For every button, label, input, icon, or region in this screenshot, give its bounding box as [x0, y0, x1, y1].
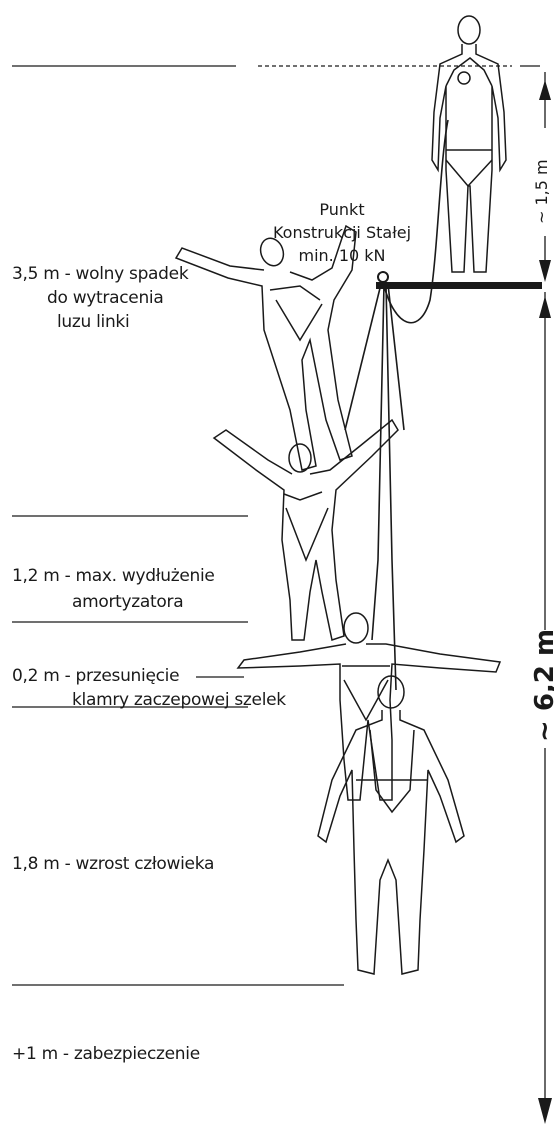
vertical-dimension-arrow-icon	[520, 66, 552, 1124]
segment-value: 3,5 m -	[12, 264, 76, 284]
segment-value: 1,8 m -	[12, 854, 76, 874]
anchor-point-icon	[376, 272, 542, 289]
segment-text: wzrost człowieka	[76, 854, 215, 874]
segment-freefall-line2: do wytracenia	[47, 286, 163, 310]
segment-buckle-label: 0,2 m - przesunięcie	[12, 664, 179, 688]
segment-freefall-line3: luzu linki	[57, 310, 129, 334]
person-standing-harness-icon	[432, 16, 506, 272]
anchor-point-label: Punkt Konstrukcji Stałej min. 10 kN	[252, 198, 432, 267]
segment-text: zabezpieczenie	[74, 1044, 200, 1064]
anchor-label-line1: Punkt	[252, 198, 432, 221]
segment-text: max. wydłużenie	[76, 566, 215, 586]
anchor-label-line2: Konstrukcji Stałej	[252, 221, 432, 244]
falling-person-icon	[214, 420, 398, 640]
segment-safety-label: +1 m - zabezpieczenie	[12, 1042, 200, 1066]
segment-value: +1 m -	[12, 1044, 74, 1064]
segment-value: 0,2 m -	[12, 666, 76, 686]
segment-elongation-line2: amortyzatora	[72, 590, 183, 614]
segment-elongation-label: 1,2 m - max. wydłużenie	[12, 564, 215, 588]
segment-text: wolny spadek	[76, 264, 189, 284]
segment-value: 1,2 m -	[12, 566, 76, 586]
anchor-label-line3: min. 10 kN	[252, 244, 432, 267]
segment-height-label: 1,8 m - wzrost człowieka	[12, 852, 214, 876]
total-dimension-label: ~ 6,2 m	[530, 629, 554, 742]
segment-buckle-line2: klamry zaczepowej szelek	[72, 688, 286, 712]
segment-freefall-label: 3,5 m - wolny spadek	[12, 262, 188, 286]
top-dimension-label: ~ 1,5 m	[532, 159, 551, 224]
segment-text: przesunięcie	[76, 666, 180, 686]
